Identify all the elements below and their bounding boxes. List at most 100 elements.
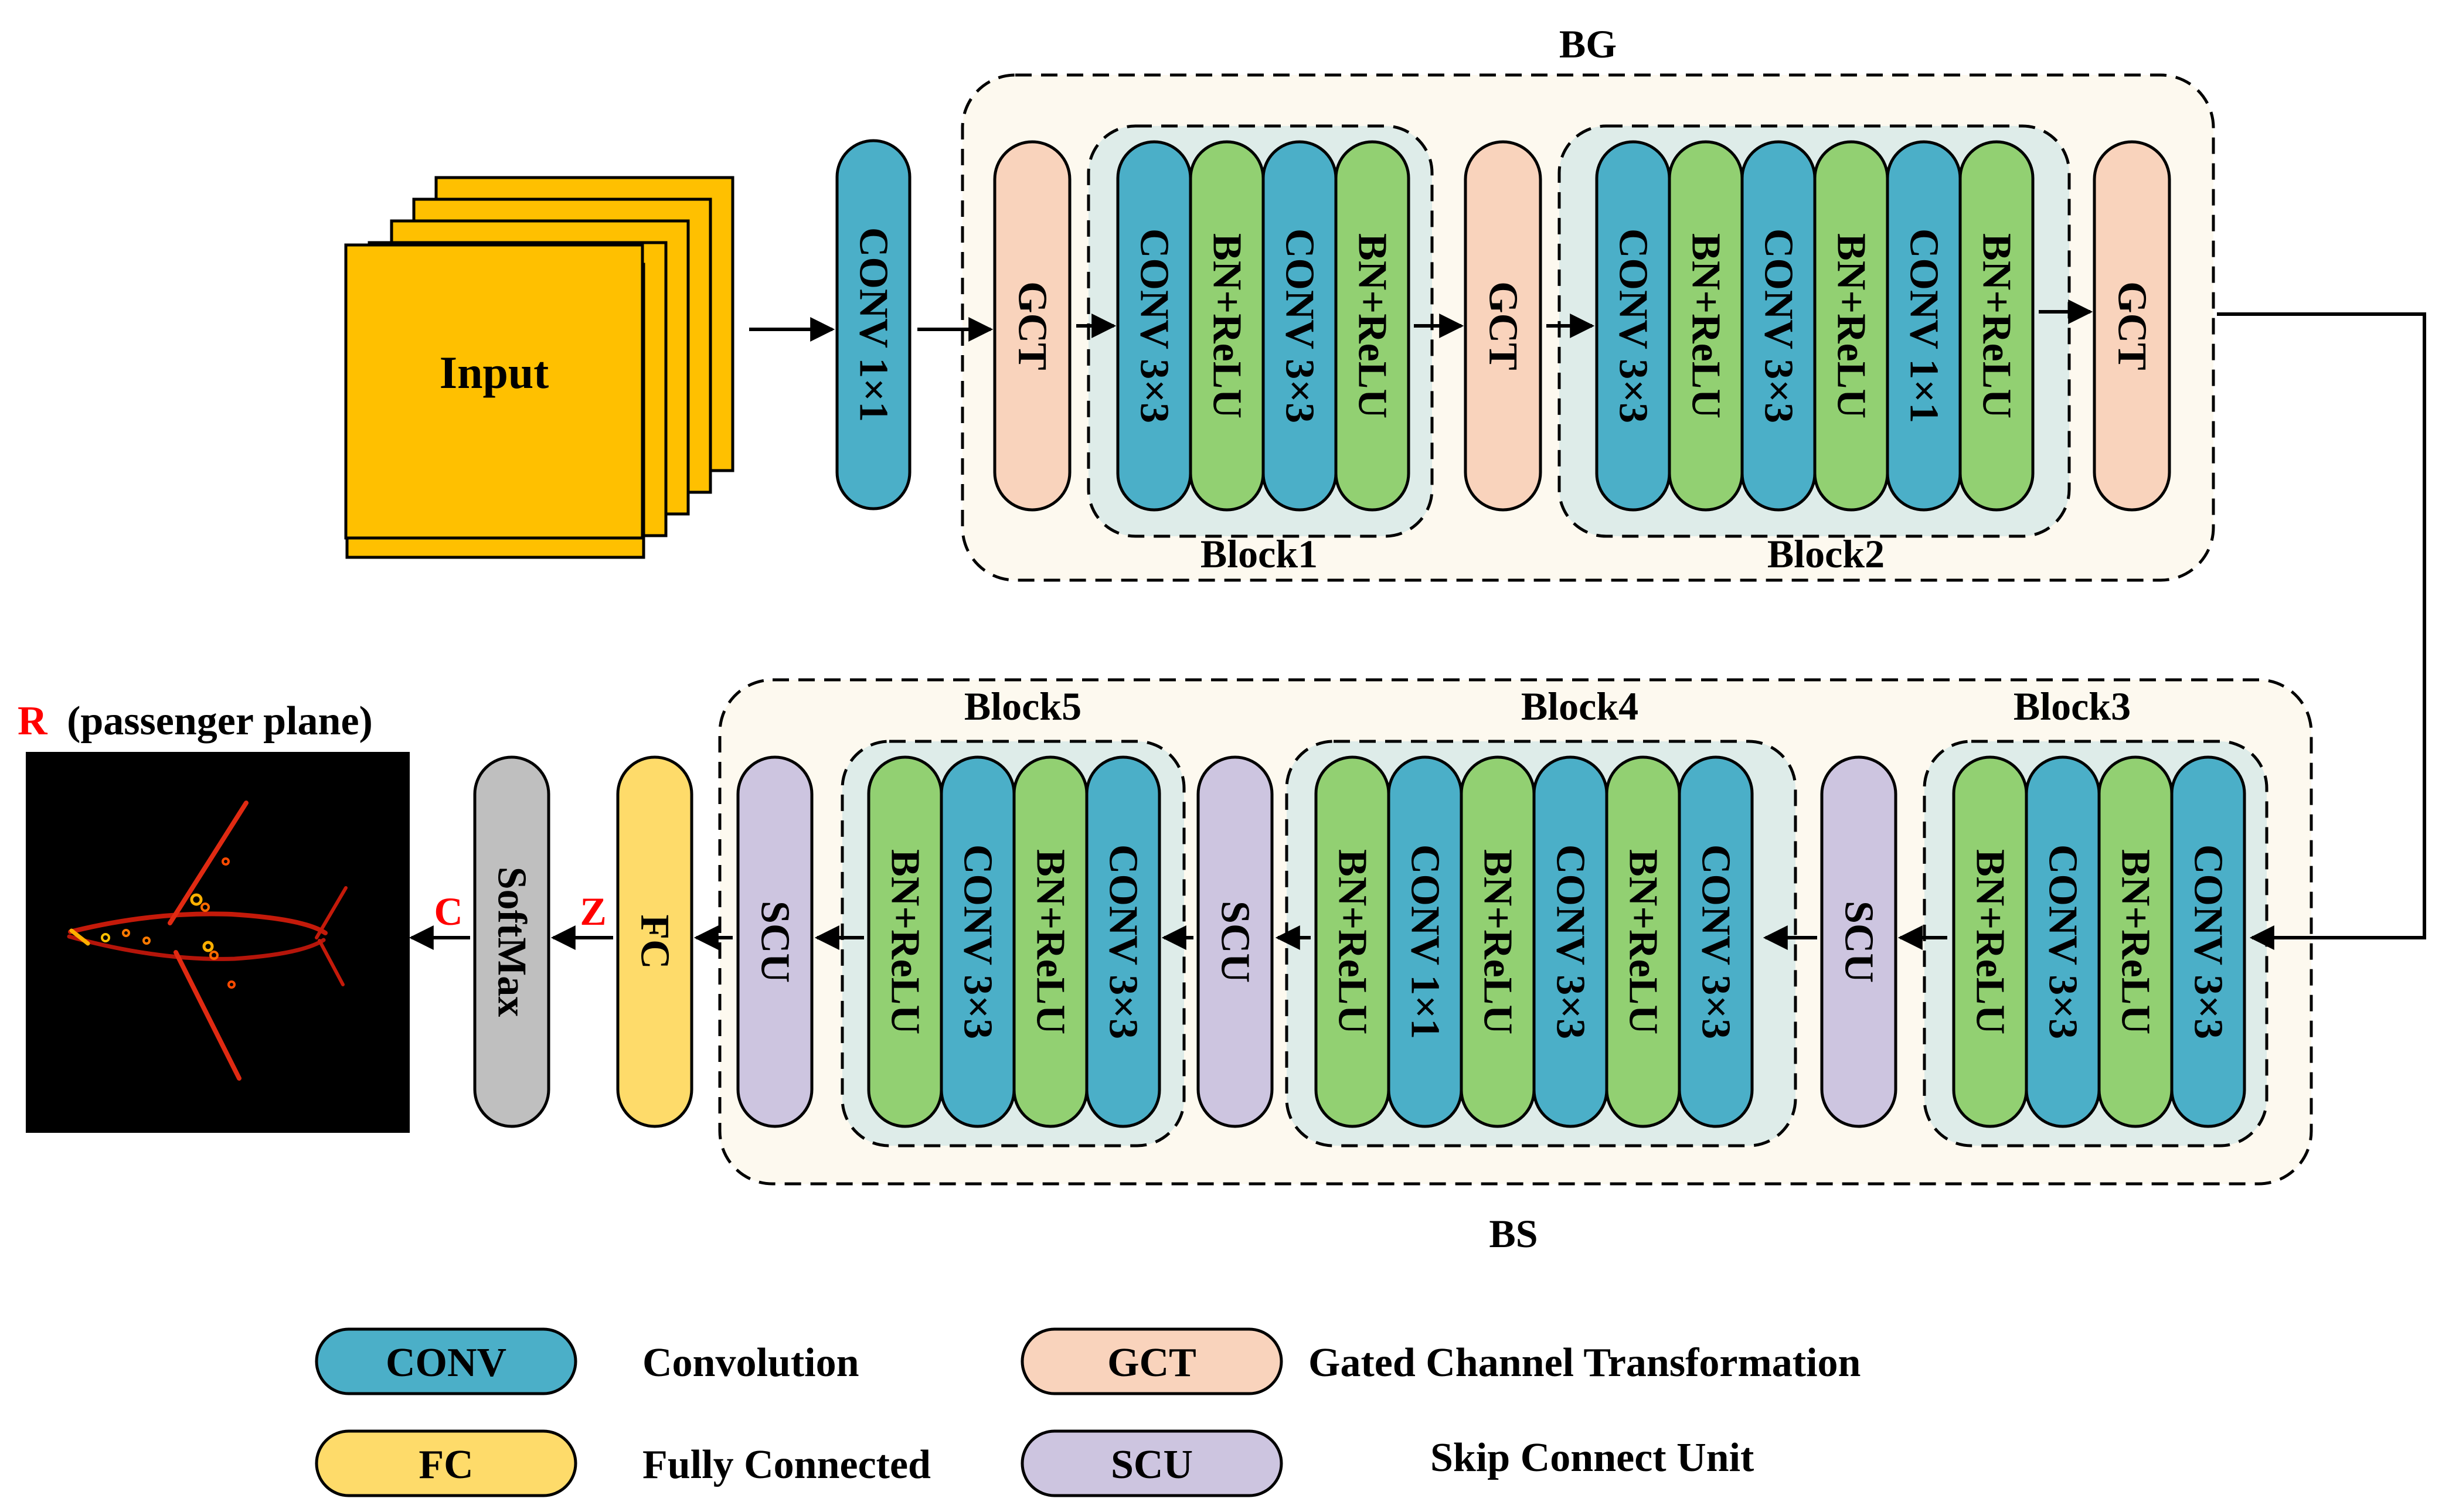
block2-layers: CONV 3×3 BN+ReLU CONV 3×3 BN+ReLU CONV 1… xyxy=(1595,140,2035,512)
block2-title: Block2 xyxy=(1767,532,1885,576)
block3-title: Block3 xyxy=(2014,684,2131,728)
signal-c: C xyxy=(434,889,462,934)
block1-layers: CONV 3×3 BN+ReLU CONV 3×3 BN+ReLU xyxy=(1116,140,1410,512)
block2-layer-4: BN+ReLU xyxy=(1813,140,1889,512)
passenger-plane-image xyxy=(67,801,348,1081)
input-stack xyxy=(344,176,734,559)
bg-title: BG xyxy=(1559,22,1617,66)
block2-layer-4-label: BN+ReLU xyxy=(1829,233,1874,418)
block2-layer-6-label: BN+ReLU xyxy=(1974,233,2019,418)
softmax-layer: SoftMax xyxy=(473,755,550,1128)
block1-layer-2-label: BN+ReLU xyxy=(1205,233,1250,418)
legend-gct-desc: Gated Channel Transformation xyxy=(1308,1340,1861,1385)
block5-layer-3: BN+ReLU xyxy=(1012,755,1089,1128)
block1-title: Block1 xyxy=(1200,532,1318,576)
block2-layer-3: CONV 3×3 xyxy=(1740,140,1817,512)
block4-layer-3-label: BN+ReLU xyxy=(1475,849,1521,1034)
block4-layer-1-label: BN+ReLU xyxy=(1330,849,1375,1034)
scu-layer-1: SCU xyxy=(736,755,814,1128)
block2-layer-3-label: CONV 3×3 xyxy=(1756,229,1801,423)
legend-item-gct: GCT Gated Channel Transformation xyxy=(1021,1327,1861,1395)
fc-layer: FC xyxy=(616,755,693,1128)
connector-bg-bs xyxy=(2217,312,2426,950)
legend-item-scu: SCU Skip Connect Unit xyxy=(1021,1429,1754,1497)
block4-layer-5: BN+ReLU xyxy=(1605,755,1681,1128)
block5-layer-2-label: CONV 3×3 xyxy=(955,844,1001,1039)
output-r-label: R xyxy=(18,699,48,744)
output-image xyxy=(26,752,410,1133)
block4-layer-4-label: CONV 3×3 xyxy=(1548,844,1593,1039)
block5-layer-4-label: CONV 3×3 xyxy=(1101,844,1146,1039)
block2-layer-2: BN+ReLU xyxy=(1668,140,1744,512)
block4-layer-2: CONV 1×1 xyxy=(1387,755,1463,1128)
legend-item-fc: FC Fully Connected xyxy=(315,1429,931,1497)
block2-layer-5: CONV 1×1 xyxy=(1886,140,1962,512)
block3-layer-3: BN+ReLU xyxy=(2097,755,2174,1128)
legend-conv-desc: Convolution xyxy=(642,1340,859,1385)
legend-conv-key: CONV xyxy=(386,1340,506,1385)
block4-layer-2-label: CONV 1×1 xyxy=(1403,844,1448,1039)
block4-layers: BN+ReLU CONV 1×1 BN+ReLU CONV 3×3 BN+ReL… xyxy=(1314,755,1754,1128)
block1-layer-3: CONV 3×3 xyxy=(1261,140,1338,512)
block3-layer-4: CONV 3×3 xyxy=(2170,755,2246,1128)
block4-layer-6: CONV 3×3 xyxy=(1678,755,1754,1128)
block4-title: Block4 xyxy=(1521,684,1638,728)
gct-layer-1: GCT xyxy=(993,140,1072,512)
block4-layer-4: CONV 3×3 xyxy=(1532,755,1608,1128)
block3-layer-1-label: BN+ReLU xyxy=(1968,849,2013,1034)
legend-gct-key: GCT xyxy=(1107,1340,1196,1385)
block4-layer-6-label: CONV 3×3 xyxy=(1693,844,1739,1039)
block5-layer-1: BN+ReLU xyxy=(867,755,943,1128)
block5-layers: BN+ReLU CONV 3×3 BN+ReLU CONV 3×3 xyxy=(867,755,1161,1128)
legend-item-conv: CONV Convolution xyxy=(315,1327,859,1395)
legend-fc-desc: Fully Connected xyxy=(642,1442,931,1487)
scu-label-3: SCU xyxy=(1836,901,1882,983)
scu-layer-2: SCU xyxy=(1196,755,1274,1128)
scu-label-1: SCU xyxy=(753,901,798,983)
block3-layer-4-label: CONV 3×3 xyxy=(2186,844,2231,1039)
bs-title: BS xyxy=(1489,1211,1538,1256)
block2-layer-2-label: BN+ReLU xyxy=(1683,233,1729,418)
block2-layer-5-label: CONV 1×1 xyxy=(1902,229,1947,423)
fc-label: FC xyxy=(632,914,678,969)
legend-scu-key: SCU xyxy=(1111,1442,1193,1487)
block5-layer-4: CONV 3×3 xyxy=(1085,755,1161,1128)
block5-layer-1-label: BN+ReLU xyxy=(883,849,928,1034)
block1-layer-2: BN+ReLU xyxy=(1189,140,1265,512)
block2-layer-1: CONV 3×3 xyxy=(1595,140,1671,512)
scu-label-2: SCU xyxy=(1213,901,1258,983)
block5-layer-2: CONV 3×3 xyxy=(940,755,1016,1128)
block3-layers: BN+ReLU CONV 3×3 BN+ReLU CONV 3×3 xyxy=(1952,755,2246,1128)
block1-layer-1-label: CONV 3×3 xyxy=(1132,229,1177,423)
block3-layer-2: CONV 3×3 xyxy=(2025,755,2101,1128)
conv-first-layer: CONV 1×1 xyxy=(835,139,912,510)
block1-layer-1: CONV 3×3 xyxy=(1116,140,1192,512)
block1-layer-4-label: BN+ReLU xyxy=(1350,233,1395,418)
block5-layer-3-label: BN+ReLU xyxy=(1028,849,1073,1034)
block1-layer-3-label: CONV 3×3 xyxy=(1277,229,1322,423)
block1-layer-4: BN+ReLU xyxy=(1334,140,1410,512)
gct-label-1: GCT xyxy=(1010,281,1055,370)
legend: CONV Convolution GCT Gated Channel Trans… xyxy=(315,1327,1861,1497)
block3-layer-2-label: CONV 3×3 xyxy=(2040,844,2086,1039)
input-label: Input xyxy=(440,347,549,398)
output-caption: R (passenger plane) xyxy=(18,699,373,744)
gct-label-3: GCT xyxy=(2110,281,2155,370)
block4-layer-5-label: BN+ReLU xyxy=(1621,849,1666,1034)
block3-layer-1: BN+ReLU xyxy=(1952,755,2028,1128)
flow-arrows xyxy=(409,299,2426,950)
block3-layer-3-label: BN+ReLU xyxy=(2113,849,2158,1034)
block4-layer-3: BN+ReLU xyxy=(1460,755,1536,1128)
scu-layer-3: SCU xyxy=(1820,755,1897,1128)
block4-layer-1: BN+ReLU xyxy=(1314,755,1390,1128)
gct-label-2: GCT xyxy=(1481,281,1526,370)
gct-layer-3: GCT xyxy=(2093,140,2171,512)
softmax-label: SoftMax xyxy=(489,867,535,1017)
legend-scu-desc: Skip Connect Unit xyxy=(1430,1435,1754,1480)
block5-title: Block5 xyxy=(964,684,1081,728)
block2-layer-6: BN+ReLU xyxy=(1958,140,2035,512)
legend-fc-key: FC xyxy=(419,1442,473,1487)
gct-layer-2: GCT xyxy=(1464,140,1542,512)
